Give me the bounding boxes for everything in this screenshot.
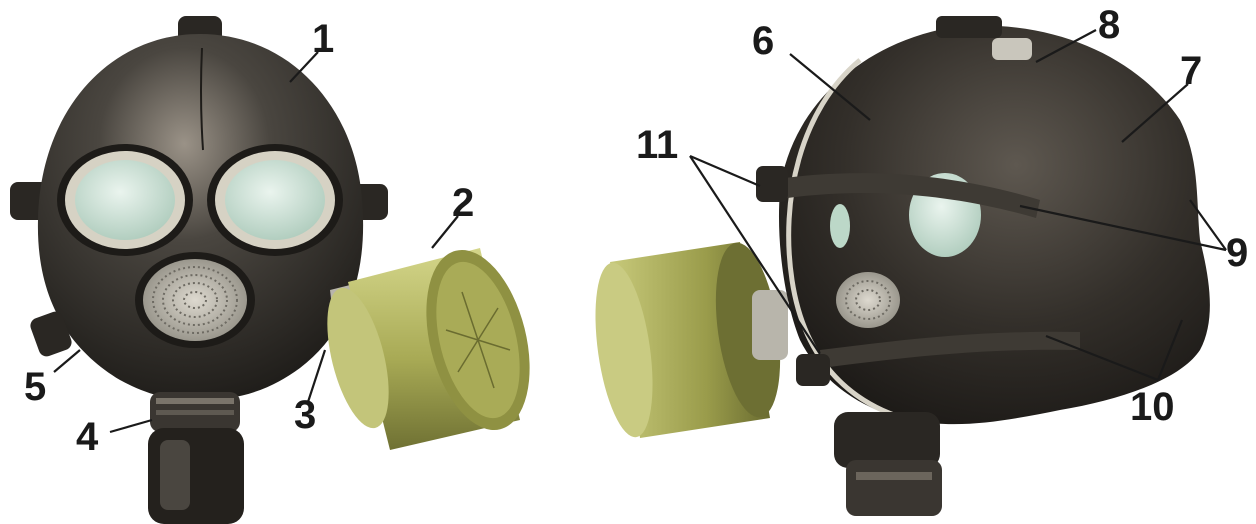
callout-4: 4 — [76, 415, 99, 459]
callout-5: 5 — [24, 365, 46, 409]
right-eyepiece — [207, 144, 343, 256]
back-top-clip — [992, 38, 1032, 60]
callout-7: 7 — [1180, 49, 1202, 93]
back-side-buckle-top — [756, 166, 788, 202]
leader-4 — [110, 420, 152, 432]
callout-10: 10 — [1130, 385, 1175, 429]
left-eyepiece — [57, 144, 193, 256]
inner-lens-left — [830, 204, 850, 248]
bottom-valve — [148, 392, 244, 524]
callout-11: 11 — [636, 123, 678, 167]
callout-2: 2 — [452, 181, 474, 225]
valve-box — [135, 252, 255, 348]
back-top-buckle — [936, 16, 1002, 38]
filter-canister-back — [586, 239, 790, 441]
callout-3: 3 — [294, 393, 316, 437]
back-view-mask — [586, 16, 1210, 516]
leader-5 — [54, 350, 80, 372]
callout-6: 6 — [752, 19, 774, 63]
inner-valve — [836, 272, 900, 328]
callout-1: 1 — [312, 17, 334, 61]
callout-8: 8 — [1098, 3, 1120, 47]
back-bottom-valve — [834, 412, 942, 516]
callout-9: 9 — [1226, 231, 1248, 275]
back-side-buckle-bottom — [796, 354, 830, 386]
